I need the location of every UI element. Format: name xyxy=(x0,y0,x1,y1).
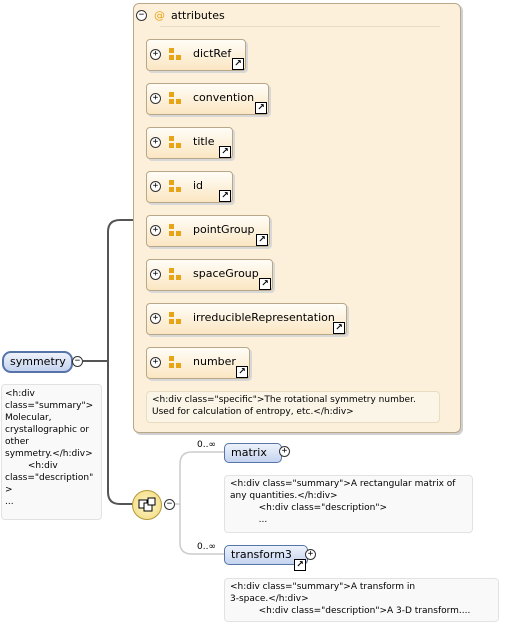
expand-icon[interactable]: + xyxy=(150,269,161,280)
attribute-label: title xyxy=(193,135,215,148)
sequence-icon xyxy=(138,497,156,512)
expand-icon[interactable]: + xyxy=(150,49,161,60)
attribute-icon xyxy=(169,92,181,104)
attribute-icon xyxy=(169,180,181,192)
attribute-label: irreducibleRepresentation xyxy=(193,311,335,324)
attributes-label: attributes xyxy=(171,9,225,22)
link-icon[interactable]: ↗ xyxy=(255,102,267,114)
attributes-collapse-toggle[interactable]: − xyxy=(136,10,147,21)
matrix-expand-icon[interactable]: + xyxy=(279,446,290,457)
attributes-header-divider xyxy=(160,26,440,27)
attribute-icon xyxy=(169,312,181,324)
link-icon[interactable]: ↗ xyxy=(256,234,268,246)
attribute-spaceGroup[interactable]: + spaceGroup ↗ xyxy=(146,259,273,291)
expand-icon[interactable]: + xyxy=(150,357,161,368)
attribute-label: pointGroup xyxy=(193,223,255,236)
expand-icon[interactable]: + xyxy=(150,181,161,192)
attribute-icon xyxy=(169,356,181,368)
attribute-icon xyxy=(169,136,181,148)
attribute-at-icon: @ xyxy=(154,9,165,22)
attribute-icon xyxy=(169,268,181,280)
attribute-label: number xyxy=(193,355,236,368)
link-icon[interactable]: ↗ xyxy=(333,322,345,334)
transform3-cardinality: 0..∞ xyxy=(197,542,216,552)
attribute-label: convention xyxy=(193,91,255,104)
link-icon[interactable]: ↗ xyxy=(232,58,244,70)
transform3-link-icon[interactable]: ↗ xyxy=(294,559,306,571)
expand-icon[interactable]: + xyxy=(150,137,161,148)
link-icon[interactable]: ↗ xyxy=(219,190,231,202)
root-annotation: <h:div class="summary"> Molecular, cryst… xyxy=(1,384,102,520)
attribute-title[interactable]: + title ↗ xyxy=(146,127,233,159)
root-collapse-toggle[interactable]: − xyxy=(72,356,83,367)
attribute-irreducibleRepresentation[interactable]: + irreducibleRepresentation ↗ xyxy=(146,303,347,335)
child-element-matrix[interactable]: matrix xyxy=(224,443,282,463)
attribute-id[interactable]: + id ↗ xyxy=(146,171,233,203)
link-icon[interactable]: ↗ xyxy=(259,278,271,290)
attribute-label: dictRef xyxy=(193,47,232,60)
attribute-convention[interactable]: + convention ↗ xyxy=(146,83,269,115)
root-element-symmetry[interactable]: symmetry xyxy=(2,351,73,373)
attribute-dictRef[interactable]: + dictRef ↗ xyxy=(146,39,246,71)
transform3-expand-icon[interactable]: + xyxy=(305,549,316,560)
attribute-pointGroup[interactable]: + pointGroup ↗ xyxy=(146,215,270,247)
expand-icon[interactable]: + xyxy=(150,313,161,324)
link-icon[interactable]: ↗ xyxy=(236,366,248,378)
number-annotation: <h:div class="specific">The rotational s… xyxy=(146,391,440,423)
link-icon[interactable]: ↗ xyxy=(219,146,231,158)
attribute-label: spaceGroup xyxy=(193,267,259,280)
transform3-annotation: <h:div class="summary">A transform in 3-… xyxy=(224,578,499,622)
child-element-transform3[interactable]: transform3 xyxy=(224,545,308,565)
attribute-label: id xyxy=(193,179,204,192)
attribute-number[interactable]: + number ↗ xyxy=(146,347,250,379)
expand-icon[interactable]: + xyxy=(150,225,161,236)
matrix-annotation: <h:div class="summary">A rectangular mat… xyxy=(224,475,473,533)
attribute-icon xyxy=(169,48,181,60)
sequence-compositor-icon[interactable] xyxy=(132,490,162,520)
sequence-collapse-toggle[interactable]: − xyxy=(164,499,175,510)
attribute-icon xyxy=(169,224,181,236)
matrix-cardinality: 0..∞ xyxy=(197,440,216,450)
expand-icon[interactable]: + xyxy=(150,93,161,104)
